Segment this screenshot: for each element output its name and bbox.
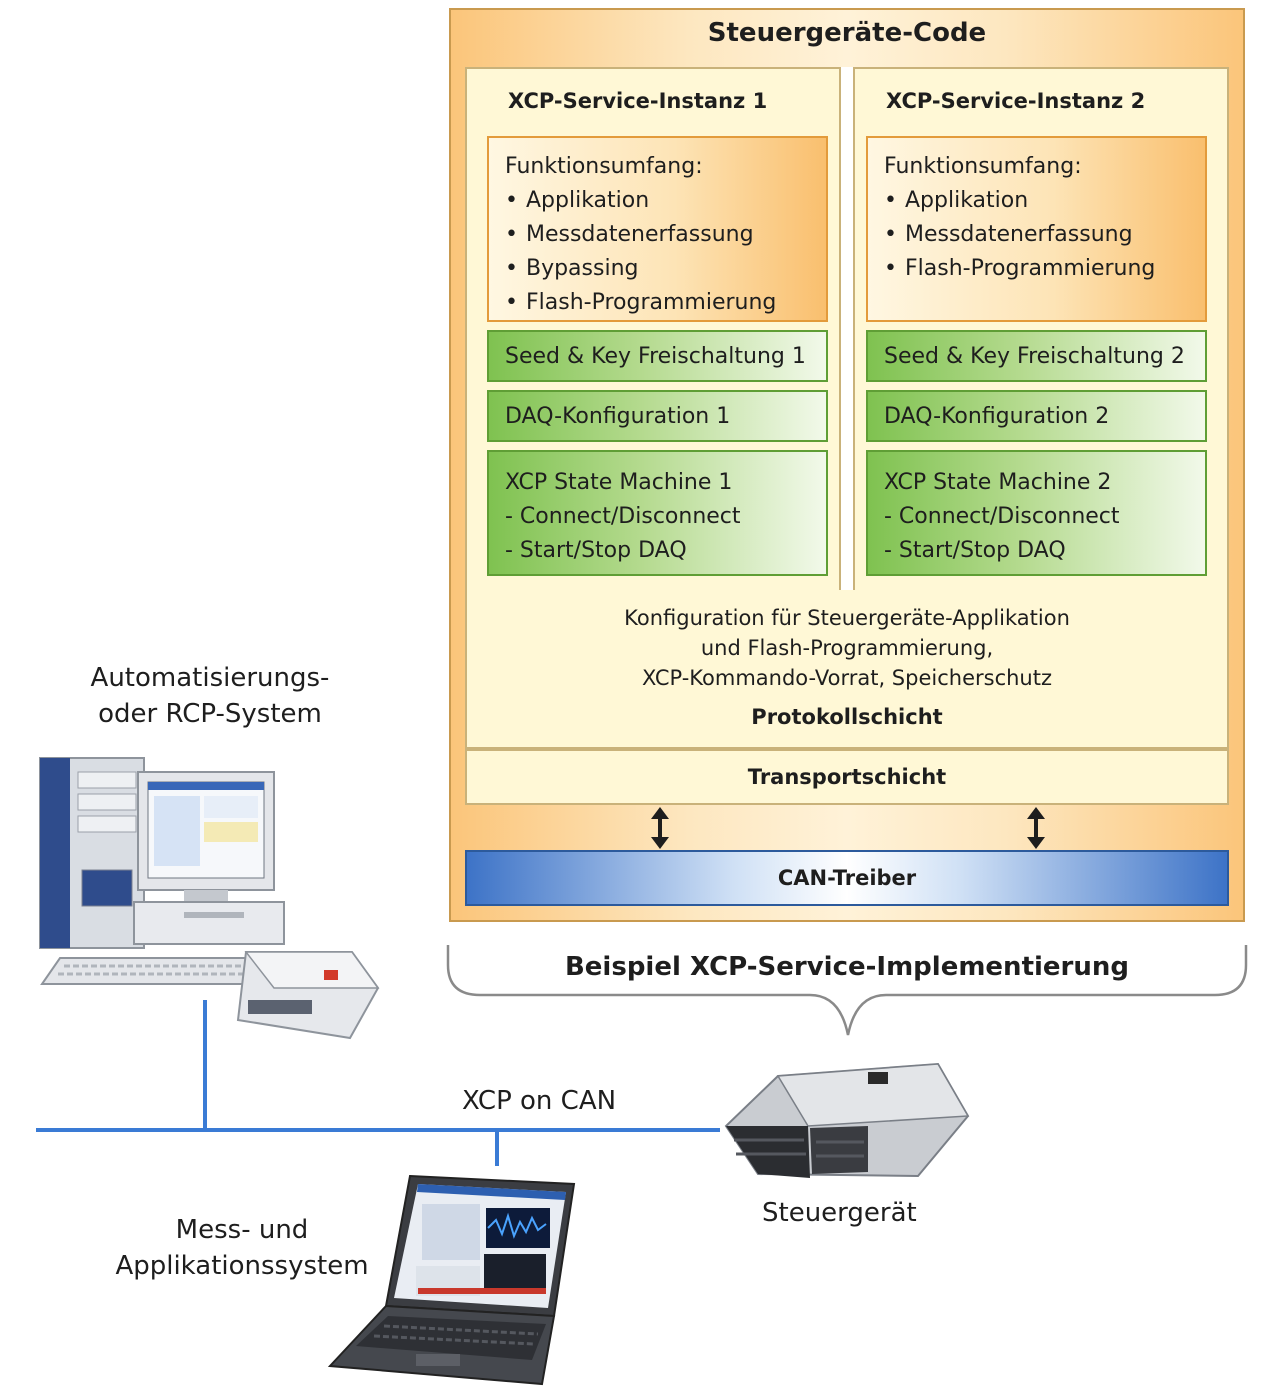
instance-2-function-heading: Funktionsumfang: — [884, 154, 1082, 179]
instance-2-state-machine: XCP State Machine 2 - Connect/Disconnect… — [866, 450, 1207, 576]
can-bus-drop-automation — [203, 1000, 207, 1130]
instance-2-daq-config: DAQ-Konfiguration 2 — [866, 390, 1207, 442]
desktop-computer-icon — [39, 757, 380, 1040]
instance-1-seed-key: Seed & Key Freischaltung 1 — [487, 330, 828, 382]
can-driver-label: CAN-Treiber — [777, 866, 917, 890]
instance-1-state-machine: XCP State Machine 1 - Connect/Disconnect… — [487, 450, 828, 576]
configuration-line: XCP-Kommando-Vorrat, Speicherschutz — [641, 666, 1052, 690]
measurement-label-line: Applikationssystem — [115, 1251, 369, 1281]
instance-1-state-machine-line: - Start/Stop DAQ — [505, 538, 687, 563]
configuration-text: Konfiguration für Steuergeräte-Applikati… — [465, 603, 1229, 693]
double-arrow-icon — [1027, 807, 1045, 849]
laptop-icon — [327, 1174, 576, 1386]
instance-1-function-item: Messdatenerfassung — [505, 218, 810, 252]
instance-1-function-item: Bypassing — [505, 252, 810, 286]
can-bus-line — [36, 1128, 720, 1132]
configuration-line: Konfiguration für Steuergeräte-Applikati… — [624, 606, 1070, 630]
instance-1-title: XCP-Service-Instanz 1 — [508, 89, 768, 113]
brace-caption: Beispiel XCP-Service-Implementierung — [564, 952, 1129, 982]
automation-system-label: Automatisierungs- oder RCP-System — [40, 660, 380, 732]
instance-2-title: XCP-Service-Instanz 2 — [886, 89, 1146, 113]
instance-2-functions: Funktionsumfang: Applikation Messdatener… — [866, 136, 1207, 322]
instance-1-daq-config: DAQ-Konfiguration 1 — [487, 390, 828, 442]
instance-2-state-machine-line: - Start/Stop DAQ — [884, 538, 1066, 563]
ecu-device-icon — [724, 1062, 970, 1178]
instance-1-state-machine-title: XCP State Machine 1 — [505, 470, 733, 495]
bus-label: XCP on CAN — [462, 1086, 617, 1116]
measurement-system-label: Mess- und Applikationssystem — [90, 1212, 394, 1284]
instance-1-functions: Funktionsumfang: Applikation Messdatener… — [487, 136, 828, 322]
automation-label-line: oder RCP-System — [98, 699, 322, 729]
instance-2-seed-key: Seed & Key Freischaltung 2 — [866, 330, 1207, 382]
configuration-line: und Flash-Programmierung, — [700, 636, 994, 660]
can-bus-drop-laptop — [495, 1130, 499, 1166]
automation-label-line: Automatisierungs- — [90, 663, 330, 693]
can-driver-block: CAN-Treiber — [465, 850, 1229, 906]
instance-1-function-heading: Funktionsumfang: — [505, 154, 703, 179]
instance-2-function-item: Messdatenerfassung — [884, 218, 1189, 252]
transport-layer-label: Transportschicht — [747, 765, 947, 789]
double-arrow-icon — [651, 807, 669, 849]
instance-2-function-item: Flash-Programmierung — [884, 252, 1189, 286]
transport-layer-block: Transportschicht — [465, 749, 1229, 805]
instance-1-function-item: Applikation — [505, 184, 810, 218]
ecu-label: Steuergerät — [762, 1198, 917, 1228]
brace-shape — [446, 945, 1248, 1036]
instance-2-state-machine-line: - Connect/Disconnect — [884, 504, 1120, 529]
instance-1-state-machine-line: - Connect/Disconnect — [505, 504, 741, 529]
instance-divider — [839, 67, 855, 590]
measurement-label-line: Mess- und — [175, 1215, 309, 1245]
protocol-layer-label: Protokollschicht — [751, 705, 943, 729]
ecu-code-title: Steuergeräte-Code — [707, 18, 987, 48]
instance-1-function-item: Flash-Programmierung — [505, 286, 810, 320]
instance-2-state-machine-title: XCP State Machine 2 — [884, 470, 1112, 495]
instance-2-function-item: Applikation — [884, 184, 1189, 218]
